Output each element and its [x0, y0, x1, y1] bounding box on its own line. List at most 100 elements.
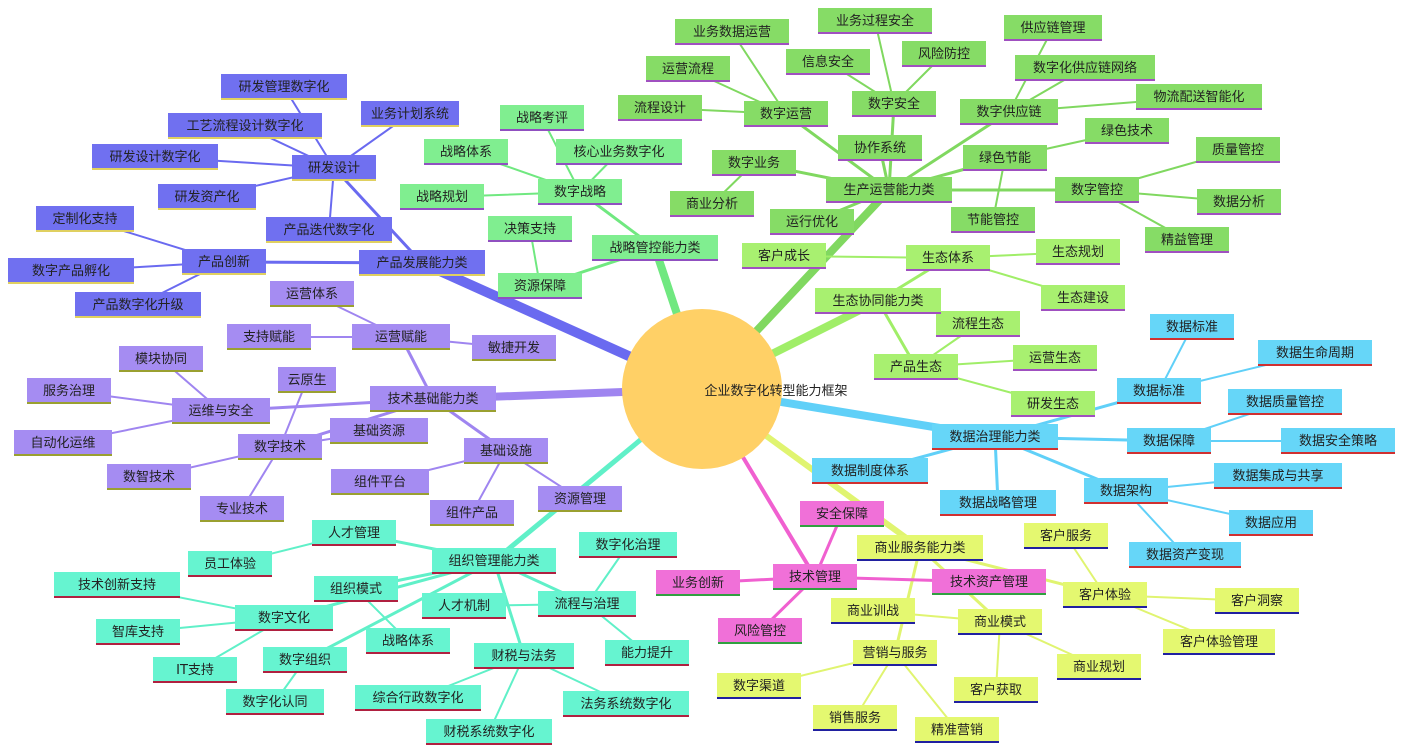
leaf-node-8-0-0[interactable]: 运营体系 [270, 281, 354, 307]
sub-node-3-0[interactable]: 生态体系 [906, 245, 990, 271]
sub-node-7-0[interactable]: 人才管理 [312, 520, 396, 546]
sub-node-8-1[interactable]: 运维与安全 [172, 398, 270, 424]
leaf-node-7-5-1[interactable]: 法务系统数字化 [563, 691, 689, 717]
leaf-node-2-0-2[interactable]: 流程设计 [618, 95, 702, 121]
sub-node-4-4[interactable]: 数据战略管理 [940, 490, 1056, 516]
branch-node-3[interactable]: 生态协同能力类 [815, 288, 941, 314]
branch-node-8[interactable]: 技术基础能力类 [370, 386, 496, 412]
sub-node-7-1[interactable]: 组织模式 [314, 576, 398, 602]
leaf-node-2-0-0[interactable]: 业务数据运营 [675, 19, 789, 45]
sub-node-2-6[interactable]: 绿色节能 [963, 145, 1047, 171]
sub-node-6-4[interactable]: 技术资产管理 [932, 569, 1046, 595]
leaf-node-0-1-2[interactable]: 产品数字化升级 [75, 292, 201, 318]
leaf-node-8-1-2[interactable]: 自动化运维 [14, 430, 112, 456]
sub-node-4-2[interactable]: 数据架构 [1084, 478, 1168, 504]
leaf-node-4-2-1[interactable]: 数据应用 [1229, 510, 1313, 536]
leaf-node-3-0-0[interactable]: 客户成长 [742, 243, 826, 269]
leaf-node-5-1-1[interactable]: 商业规划 [1057, 654, 1141, 680]
sub-node-8-3[interactable]: 基础设施 [464, 438, 548, 464]
leaf-node-1-0-1[interactable]: 核心业务数字化 [556, 139, 682, 165]
leaf-node-5-0-2[interactable]: 客户体验管理 [1163, 629, 1275, 655]
leaf-node-2-6-0[interactable]: 绿色技术 [1085, 118, 1169, 144]
branch-node-1[interactable]: 战略管控能力类 [592, 235, 718, 261]
sub-node-2-1[interactable]: 数字安全 [852, 91, 936, 117]
leaf-node-7-4-2[interactable]: 能力提升 [605, 640, 689, 666]
leaf-node-5-0-0[interactable]: 客户服务 [1024, 523, 1108, 549]
sub-node-7-2[interactable]: 数字文化 [235, 605, 333, 631]
leaf-node-7-5-2[interactable]: 财税系统数字化 [426, 719, 552, 745]
leaf-node-2-7-0[interactable]: 质量管控 [1196, 137, 1280, 163]
leaf-node-8-0-1[interactable]: 支持赋能 [227, 324, 311, 350]
sub-node-2-2[interactable]: 数字供应链 [960, 99, 1058, 125]
leaf-node-5-0-1[interactable]: 客户洞察 [1215, 588, 1299, 614]
leaf-node-2-2-1[interactable]: 数字化供应链网络 [1015, 55, 1155, 81]
sub-node-5-1[interactable]: 商业模式 [958, 609, 1042, 635]
leaf-node-2-4-0[interactable]: 商业分析 [670, 191, 754, 217]
branch-node-2[interactable]: 生产运营能力类 [826, 177, 952, 203]
leaf-node-7-4-1[interactable]: 人才机制 [422, 593, 506, 619]
leaf-node-2-7-2[interactable]: 精益管理 [1145, 227, 1229, 253]
leaf-node-4-0-1[interactable]: 数据生命周期 [1258, 340, 1372, 366]
leaf-node-0-0-2[interactable]: 工艺流程设计数字化 [168, 113, 322, 139]
leaf-node-5-2-0[interactable]: 数字渠道 [717, 673, 801, 699]
leaf-node-3-0-1[interactable]: 生态规划 [1036, 239, 1120, 265]
leaf-node-8-2-1[interactable]: 数智技术 [107, 464, 191, 490]
branch-node-7[interactable]: 组织管理能力类 [432, 548, 556, 574]
leaf-node-1-0-3[interactable]: 战略规划 [400, 184, 484, 210]
leaf-node-4-0-0[interactable]: 数据标准 [1150, 314, 1234, 340]
sub-node-7-5[interactable]: 财税与法务 [474, 643, 574, 669]
leaf-node-4-1-1[interactable]: 数据安全策略 [1281, 428, 1395, 454]
leaf-node-2-1-1[interactable]: 信息安全 [786, 49, 870, 75]
sub-node-4-1[interactable]: 数据保障 [1127, 428, 1211, 454]
leaf-node-2-6-1[interactable]: 节能管控 [951, 207, 1035, 233]
leaf-node-5-2-2[interactable]: 精准营销 [915, 717, 999, 743]
center-node[interactable] [622, 309, 782, 469]
leaf-node-5-2-1[interactable]: 销售服务 [813, 705, 897, 731]
leaf-node-7-2-0[interactable]: 技术创新支持 [54, 572, 180, 598]
leaf-node-0-1-1[interactable]: 数字产品孵化 [8, 258, 134, 284]
leaf-node-2-2-2[interactable]: 物流配送智能化 [1136, 84, 1262, 110]
sub-node-7-3[interactable]: 数字组织 [263, 647, 347, 673]
leaf-node-5-1-0[interactable]: 商业训战 [831, 598, 915, 624]
sub-node-2-4[interactable]: 数字业务 [712, 150, 796, 176]
leaf-node-7-3-0[interactable]: 数字化认同 [226, 689, 324, 715]
leaf-node-3-1-2[interactable]: 研发生态 [1011, 391, 1095, 417]
leaf-node-8-0-2[interactable]: 敏捷开发 [472, 335, 556, 361]
leaf-node-0-0-3[interactable]: 研发设计数字化 [92, 144, 218, 170]
leaf-node-2-7-1[interactable]: 数据分析 [1197, 189, 1281, 215]
leaf-node-8-2-3[interactable]: 基础资源 [330, 418, 428, 444]
leaf-node-7-1-0[interactable]: 战略体系 [366, 628, 450, 654]
sub-node-2-5[interactable]: 运行优化 [770, 209, 854, 235]
leaf-node-2-1-2[interactable]: 风险防控 [902, 41, 986, 67]
leaf-node-2-1-0[interactable]: 业务过程安全 [818, 8, 932, 34]
sub-node-1-1[interactable]: 资源保障 [498, 273, 582, 299]
sub-node-0-1[interactable]: 产品创新 [182, 249, 266, 275]
sub-node-0-0[interactable]: 研发设计 [292, 155, 376, 181]
sub-node-5-0[interactable]: 客户体验 [1063, 582, 1147, 608]
leaf-node-1-0-0[interactable]: 战略考评 [500, 105, 584, 131]
leaf-node-0-0-5[interactable]: 产品迭代数字化 [266, 217, 392, 243]
sub-node-3-1[interactable]: 产品生态 [874, 354, 958, 380]
leaf-node-8-2-0[interactable]: 云原生 [278, 367, 336, 393]
leaf-node-8-3-1[interactable]: 组件产品 [430, 500, 514, 526]
leaf-node-2-2-0[interactable]: 供应链管理 [1004, 15, 1102, 41]
leaf-node-4-1-0[interactable]: 数据质量管控 [1228, 389, 1342, 415]
sub-node-8-2[interactable]: 数字技术 [238, 434, 322, 460]
sub-node-2-3[interactable]: 协作系统 [838, 135, 922, 161]
sub-node-2-7[interactable]: 数字管控 [1055, 177, 1139, 203]
leaf-node-7-0-0[interactable]: 员工体验 [188, 551, 272, 577]
leaf-node-3-0-2[interactable]: 生态建设 [1041, 285, 1125, 311]
sub-node-4-3[interactable]: 数据制度体系 [812, 458, 928, 484]
leaf-node-5-1-2[interactable]: 客户获取 [954, 677, 1038, 703]
leaf-node-2-0-1[interactable]: 运营流程 [646, 56, 730, 82]
leaf-node-8-2-2[interactable]: 专业技术 [200, 496, 284, 522]
leaf-node-3-1-1[interactable]: 运营生态 [1013, 345, 1097, 371]
leaf-node-7-5-0[interactable]: 综合行政数字化 [355, 685, 481, 711]
leaf-node-8-1-1[interactable]: 服务治理 [27, 378, 111, 404]
sub-node-7-4[interactable]: 流程与治理 [538, 591, 636, 617]
sub-node-6-1[interactable]: 安全保障 [800, 501, 884, 527]
sub-node-5-2[interactable]: 营销与服务 [853, 640, 937, 666]
leaf-node-4-2-2[interactable]: 数据资产变现 [1129, 542, 1241, 568]
sub-node-1-0[interactable]: 数字战略 [538, 179, 622, 205]
branch-node-4[interactable]: 数据治理能力类 [932, 424, 1058, 450]
